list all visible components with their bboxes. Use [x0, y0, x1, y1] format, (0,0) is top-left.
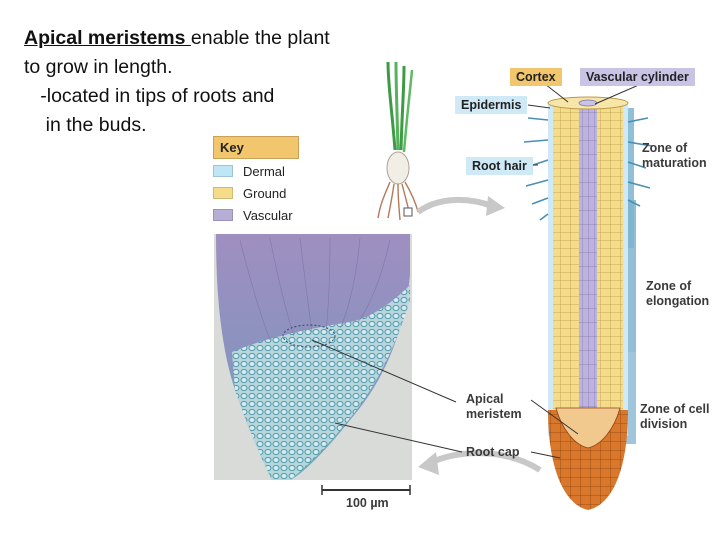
- legend-row-ground: Ground: [213, 183, 305, 203]
- legend-label-vascular: Vascular: [243, 208, 293, 223]
- label-zone-maturation: Zone of maturation: [642, 141, 707, 171]
- label-epidermis: Epidermis: [455, 96, 527, 114]
- legend-row-vascular: Vascular: [213, 205, 305, 225]
- label-root-cap: Root cap: [466, 445, 519, 460]
- label-zone-elongation: Zone of elongation: [646, 279, 709, 309]
- legend-swatch-ground: [213, 187, 233, 199]
- label-cortex: Cortex: [510, 68, 562, 86]
- label-apical-meristem-line1: Apical: [466, 392, 522, 407]
- label-zone-division-line2: division: [640, 417, 709, 432]
- label-vascular-cylinder: Vascular cylinder: [580, 68, 695, 86]
- onion-plant-icon: [378, 62, 418, 220]
- legend-key-heading: Key: [213, 136, 299, 159]
- legend-swatch-dermal: [213, 165, 233, 177]
- label-apical-meristem: Apical meristem: [466, 392, 522, 422]
- label-zone-elongation-line2: elongation: [646, 294, 709, 309]
- enlarge-arrowhead-icon: [486, 196, 505, 216]
- label-zone-elongation-line1: Zone of: [646, 279, 709, 294]
- legend-label-ground: Ground: [243, 186, 286, 201]
- legend-label-dermal: Dermal: [243, 164, 285, 179]
- label-zone-maturation-line2: maturation: [642, 156, 707, 171]
- back-arrowhead-icon: [418, 452, 439, 475]
- root-tip-micrograph: [214, 234, 412, 480]
- label-root-hair: Root hair: [466, 157, 533, 175]
- legend-key: Key Dermal Ground Vascular: [213, 136, 305, 224]
- label-zone-maturation-line1: Zone of: [642, 141, 707, 156]
- legend-row-dermal: Dermal: [213, 161, 305, 181]
- label-scale-bar: 100 µm: [346, 496, 389, 511]
- label-apical-meristem-line2: meristem: [466, 407, 522, 422]
- label-zone-division-line1: Zone of cell: [640, 402, 709, 417]
- enlarge-arrow-icon: [418, 200, 492, 212]
- label-zone-division: Zone of cell division: [640, 402, 709, 432]
- legend-swatch-vascular: [213, 209, 233, 221]
